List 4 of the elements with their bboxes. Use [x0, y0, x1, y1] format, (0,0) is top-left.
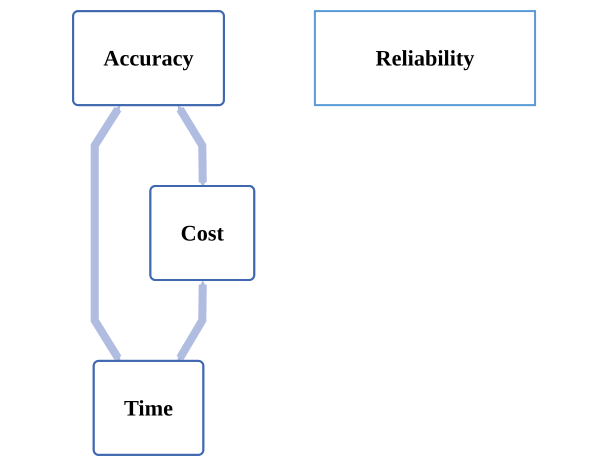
- arrow: [176, 106, 208, 187]
- arrow: [91, 106, 122, 362]
- arrow: [176, 280, 208, 362]
- node-box: Reliability: [314, 10, 536, 106]
